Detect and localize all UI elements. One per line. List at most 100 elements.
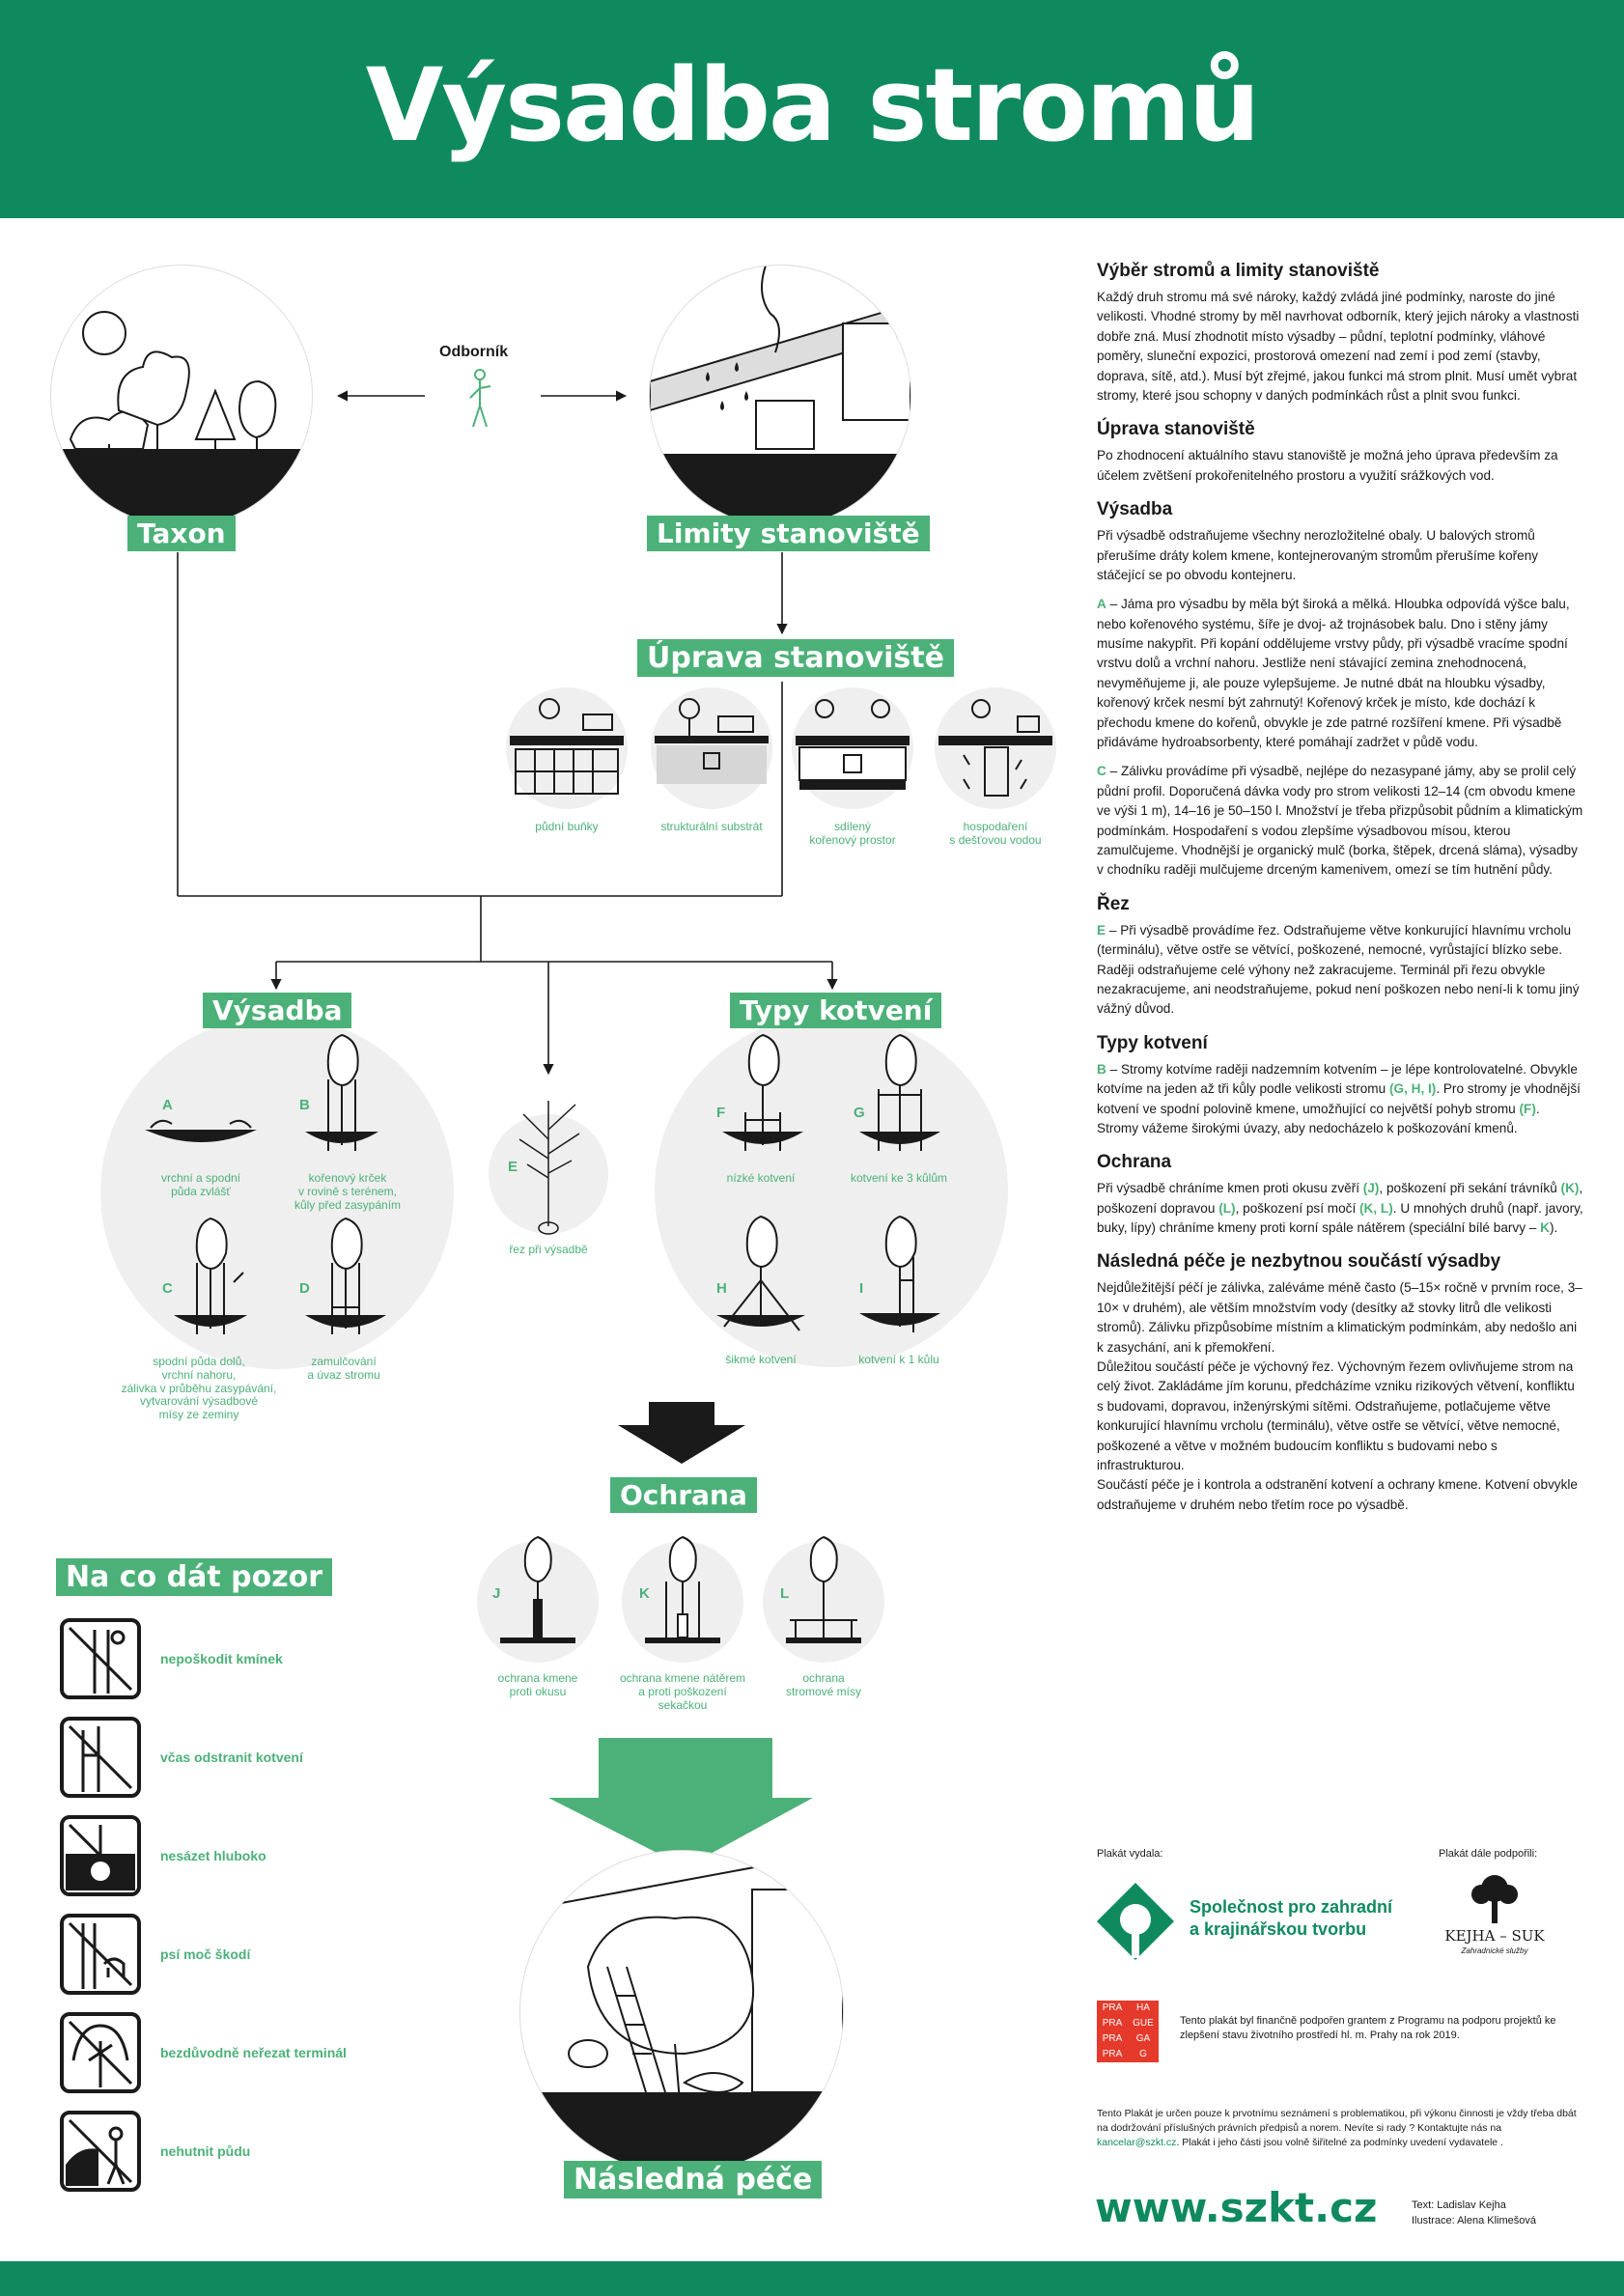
disclaimer: Tento Plakát je určen pouze k prvotnímu … <box>1097 2107 1580 2151</box>
section-title: Výsadba <box>1097 499 1173 520</box>
section-body: Důležitou součástí péče je výchovný řez.… <box>1097 1359 1575 1472</box>
taxon-label: Taxon <box>127 516 236 551</box>
remove-anchoring-icon <box>60 1717 141 1798</box>
header-bar <box>0 0 1624 218</box>
text-author: Text: Ladislav Kejha <box>1412 2199 1506 2211</box>
ref-text: – Stromy kotvíme raději nadzemním kotven… <box>1097 1061 1578 1097</box>
ref-letter: B <box>1097 1061 1106 1077</box>
ref-letter: E <box>1097 922 1106 938</box>
step-a-illustration <box>145 1108 257 1142</box>
anchor-g-illustration <box>859 1031 940 1157</box>
disclaimer-text: . Plakát i jeho části jsou volně šiřitel… <box>1176 2137 1503 2149</box>
anchoring-label: Typy kotvení <box>730 993 942 1028</box>
praha-logo-tile: GA <box>1135 2033 1151 2044</box>
anchor-f-letter: F <box>716 1105 726 1121</box>
protection-j-illustration <box>500 1533 575 1643</box>
aftercare-label: Následná péče <box>564 2161 823 2198</box>
supported-by-label: Plakát dále podpořili: <box>1439 1848 1538 1860</box>
warning-item-label: bezdůvodně neřezat terminál <box>160 2045 347 2060</box>
praha-logo-tile: HA <box>1136 2002 1150 2013</box>
ref-letter: (F) <box>1515 1101 1536 1116</box>
ref-text: , poškození psí močí <box>1235 1200 1360 1216</box>
warning-item-label: psí moč škodí <box>160 1946 251 1962</box>
expert-label: Odborník <box>439 344 509 360</box>
aftercare-illustration <box>519 1850 844 2174</box>
email-link[interactable]: kancelar@szkt.cz <box>1097 2137 1177 2149</box>
protection-l-illustration <box>786 1533 861 1643</box>
ref-letter: (K) <box>1560 1181 1580 1196</box>
expert-figure-icon <box>465 369 494 429</box>
section-body-e: E – Při výsadbě provádíme řez. Odstraňuj… <box>1097 921 1583 1020</box>
shared-root-space-illustration <box>792 687 913 809</box>
step-e-letter: E <box>508 1159 518 1175</box>
section-body: Při výsadbě chráníme kmen proti okusu zv… <box>1097 1179 1583 1238</box>
section-body-b: B – Stromy kotvíme raději nadzemním kotv… <box>1097 1060 1583 1139</box>
cut-tree-illustration <box>502 1081 595 1235</box>
ref-letter: K <box>1540 1220 1550 1236</box>
step-d-illustration <box>305 1215 386 1340</box>
protection-l-caption: ochrana stromové mísy <box>785 1671 861 1698</box>
structural-substrate-caption: strukturální substrát <box>660 820 763 833</box>
section-body: Součástí péče je i kontrola a odstranění… <box>1097 1477 1578 1512</box>
anchor-f-illustration <box>722 1031 803 1157</box>
section-protection: Ochrana Při výsadbě chráníme kmen proti … <box>1097 1152 1583 1238</box>
ref-text: ). <box>1549 1220 1558 1236</box>
protection-k-illustration <box>645 1533 720 1643</box>
warning-item-label: včas odstranit kotvení <box>160 1750 303 1765</box>
footer-bar <box>0 2261 1624 2296</box>
step-b-illustration <box>305 1031 378 1157</box>
soil-cells-illustration <box>506 687 628 809</box>
kejha-subtitle: Zahradnické služby <box>1461 1946 1528 1955</box>
site-limits-illustration <box>649 265 911 527</box>
protection-k-letter: K <box>639 1585 650 1602</box>
ref-text: . Pro stromy je vhodnější kotvení ve spo… <box>1097 1081 1581 1116</box>
anchor-h-letter: H <box>716 1280 727 1297</box>
section-body: Každý druh stromu má své nároky, každý z… <box>1097 290 1580 403</box>
org-name-line: Společnost pro zahradní <box>1190 1897 1393 1917</box>
ref-text: , poškození při sekání trávníků <box>1379 1181 1561 1196</box>
soil-compaction-icon <box>60 2111 141 2192</box>
published-by-label: Plakát vydala: <box>1097 1848 1163 1860</box>
ref-text: . Stromy vážeme širokými úvazy, aby nedo… <box>1097 1101 1540 1135</box>
ref-text: – Jáma pro výsadbu by měla být široká a … <box>1097 597 1570 750</box>
ref-letter: (G, H, I) <box>1386 1081 1437 1097</box>
section-body: Po zhodnocení aktuálního stavu stanovišt… <box>1097 448 1558 483</box>
warning-item-label: nehutnit půdu <box>160 2143 251 2159</box>
ref-text: – Při výsadbě provádíme řez. Odstraňujem… <box>1097 922 1580 1017</box>
rainwater-caption: hospodaření s dešťovou vodou <box>949 820 1042 847</box>
warnings-title: Na co dát pozor <box>56 1558 333 1596</box>
org-name: Společnost pro zahradní a krajinářskou t… <box>1190 1896 1392 1942</box>
section-title: Řez <box>1097 893 1130 914</box>
szkt-logo-icon <box>1097 1883 1174 1960</box>
anchor-i-caption: kotvení k 1 kůlu <box>858 1353 939 1366</box>
praha-logo-tile: PRA <box>1102 2033 1123 2044</box>
grant-text: Tento plakát byl finančně podpořen grant… <box>1180 2015 1556 2042</box>
taxon-illustration <box>50 265 313 527</box>
step-b-caption: kořenový krček v rovině s terénem, kůly … <box>294 1171 402 1212</box>
kejha-tree-logo-icon <box>1471 1875 1518 1923</box>
ref-letter: C <box>1097 764 1106 779</box>
deep-planting-icon <box>60 1815 141 1896</box>
warning-item-label: nepoškodit kmínek <box>160 1651 283 1666</box>
step-d-letter: D <box>299 1280 310 1297</box>
section-cut: Řez E – Při výsadbě provádíme řez. Odstr… <box>1097 894 1583 1020</box>
section-body: Nejdůležitější péčí je zálivka, zaléváme… <box>1097 1280 1582 1355</box>
planting-circle <box>100 1016 454 1369</box>
step-b-letter: B <box>299 1097 310 1113</box>
protection-label: Ochrana <box>610 1477 757 1513</box>
section-title: Typy kotvení <box>1097 1032 1208 1053</box>
structural-substrate-illustration <box>651 687 772 809</box>
anchor-i-letter: I <box>859 1280 864 1297</box>
section-site-prep: Úprava stanoviště Po zhodnocení aktuální… <box>1097 419 1583 486</box>
website-link[interactable]: www.szkt.cz <box>1095 2184 1378 2231</box>
ref-letter: (K, L) <box>1359 1200 1393 1216</box>
anchor-f-caption: nízké kotvení <box>726 1171 796 1185</box>
dog-urine-icon <box>60 1914 141 1995</box>
terminal-cut-icon <box>60 2012 141 2093</box>
section-anchoring: Typy kotvení B – Stromy kotvíme raději n… <box>1097 1033 1583 1139</box>
praha-logo-tile: PRA <box>1102 2002 1123 2013</box>
site-prep-label: Úprava stanoviště <box>637 639 954 677</box>
protection-j-letter: J <box>492 1585 501 1602</box>
section-aftercare: Následná péče je nezbytnou součástí výsa… <box>1097 1251 1583 1515</box>
